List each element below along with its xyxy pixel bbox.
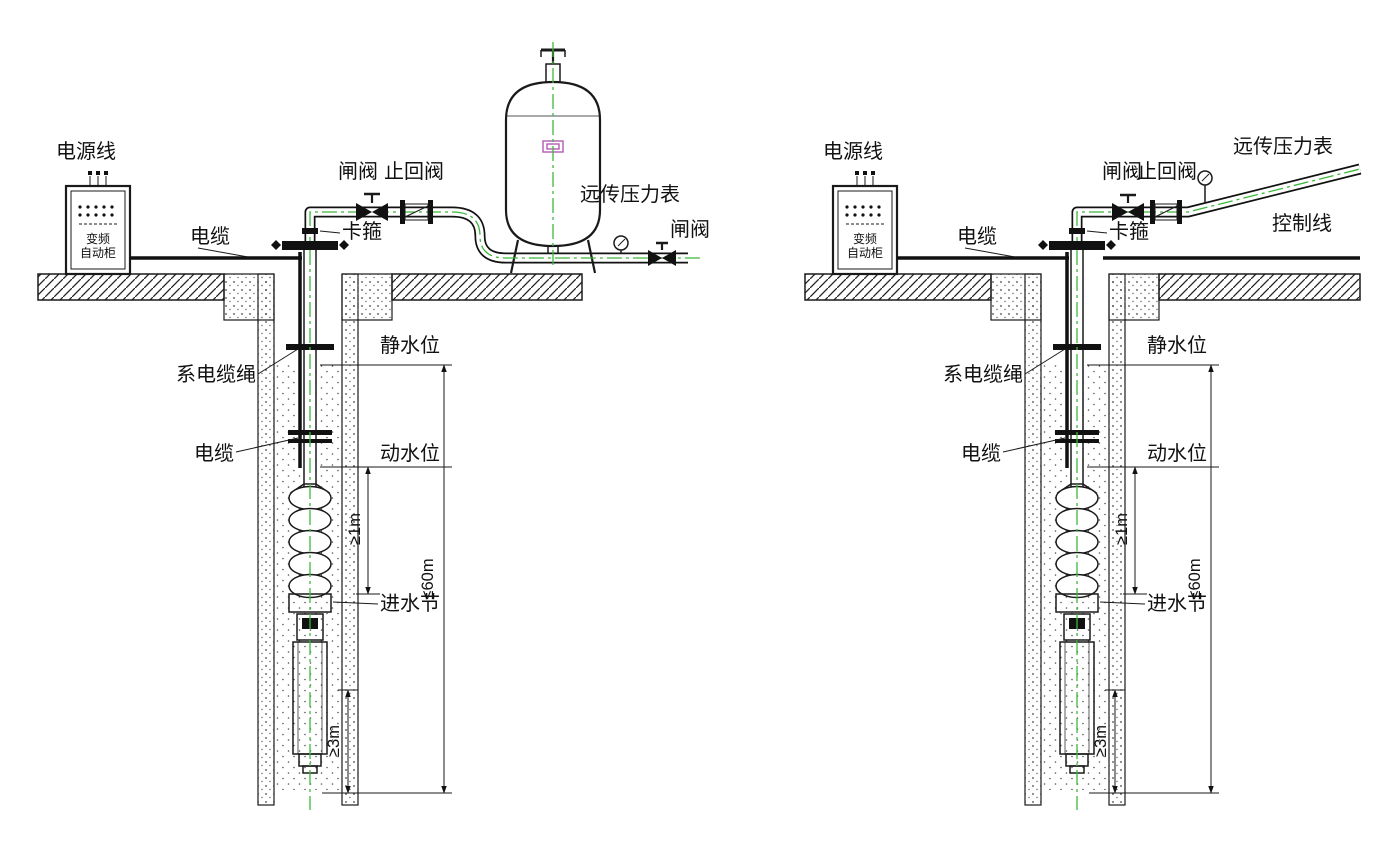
pressure-gauge-icon bbox=[1197, 170, 1213, 203]
outlet-gate-valve-label: 闸阀 bbox=[670, 218, 710, 241]
pipe-centerline bbox=[309, 211, 702, 259]
remote-pressure-gauge-label: 远传压力表 bbox=[580, 183, 680, 206]
pressure-tank bbox=[504, 48, 602, 274]
ground-hatch bbox=[804, 273, 992, 301]
check-valve-icon bbox=[1150, 200, 1182, 224]
ground-hatch bbox=[391, 273, 583, 301]
control-line-label: 控制线 bbox=[1272, 212, 1332, 235]
ground-hatch bbox=[37, 273, 225, 301]
pressure-gauge-icon bbox=[613, 235, 629, 254]
tank-body bbox=[504, 80, 602, 248]
check-valve-label: 止回阀 bbox=[1137, 160, 1197, 183]
gate-valve-icon bbox=[1112, 193, 1144, 221]
gate-valve-label: 闸阀 bbox=[338, 160, 378, 183]
ground-hatch bbox=[1158, 273, 1361, 301]
check-valve-label: 止回阀 bbox=[384, 160, 444, 183]
check-valve-icon bbox=[400, 200, 433, 224]
left-diagram: 闸阀 止回阀 远传压力表 闸阀 bbox=[37, 42, 710, 810]
outlet-gate-valve-icon bbox=[648, 241, 676, 266]
remote-pressure-gauge-label: 远传压力表 bbox=[1233, 135, 1333, 158]
right-diagram: 闸阀 止回阀 远传压力表 控制线 bbox=[804, 135, 1362, 810]
gate-valve-icon bbox=[356, 192, 388, 221]
gate-valve-label: 闸阀 bbox=[1102, 160, 1142, 183]
